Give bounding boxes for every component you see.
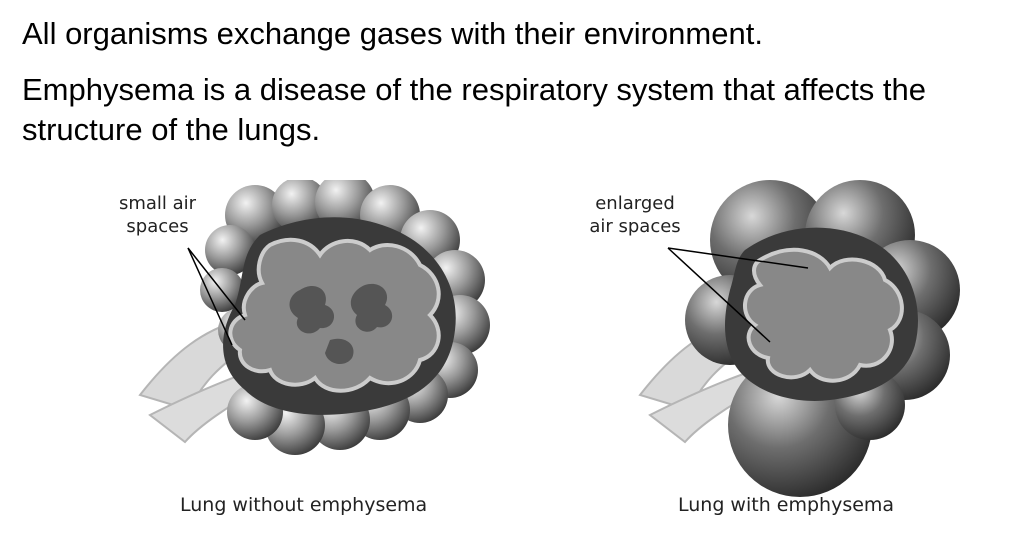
- lung-diagram: small air spaces enlarged air spaces Lun…: [0, 172, 1017, 530]
- intro-text: All organisms exchange gases with their …: [22, 16, 763, 51]
- enlarged-air-spaces-label-line1: enlarged: [595, 193, 675, 214]
- enlarged-air-spaces-label: enlarged air spaces: [570, 192, 700, 238]
- caption-emphysema-lung: Lung with emphysema: [678, 494, 895, 516]
- small-air-spaces-label: small air spaces: [100, 192, 215, 238]
- enlarged-air-spaces-label-line2: air spaces: [589, 216, 681, 237]
- small-air-spaces-label-line1: small air: [118, 193, 197, 214]
- caption-normal-lung: Lung without emphysema: [180, 494, 428, 516]
- emphysema-lung-illustration: [638, 180, 960, 497]
- emphysema-description: Emphysema is a disease of the respirator…: [22, 72, 927, 147]
- lung-illustrations: [138, 172, 960, 497]
- normal-lung-illustration: [138, 172, 490, 455]
- small-air-spaces-label-line2: spaces: [126, 216, 189, 237]
